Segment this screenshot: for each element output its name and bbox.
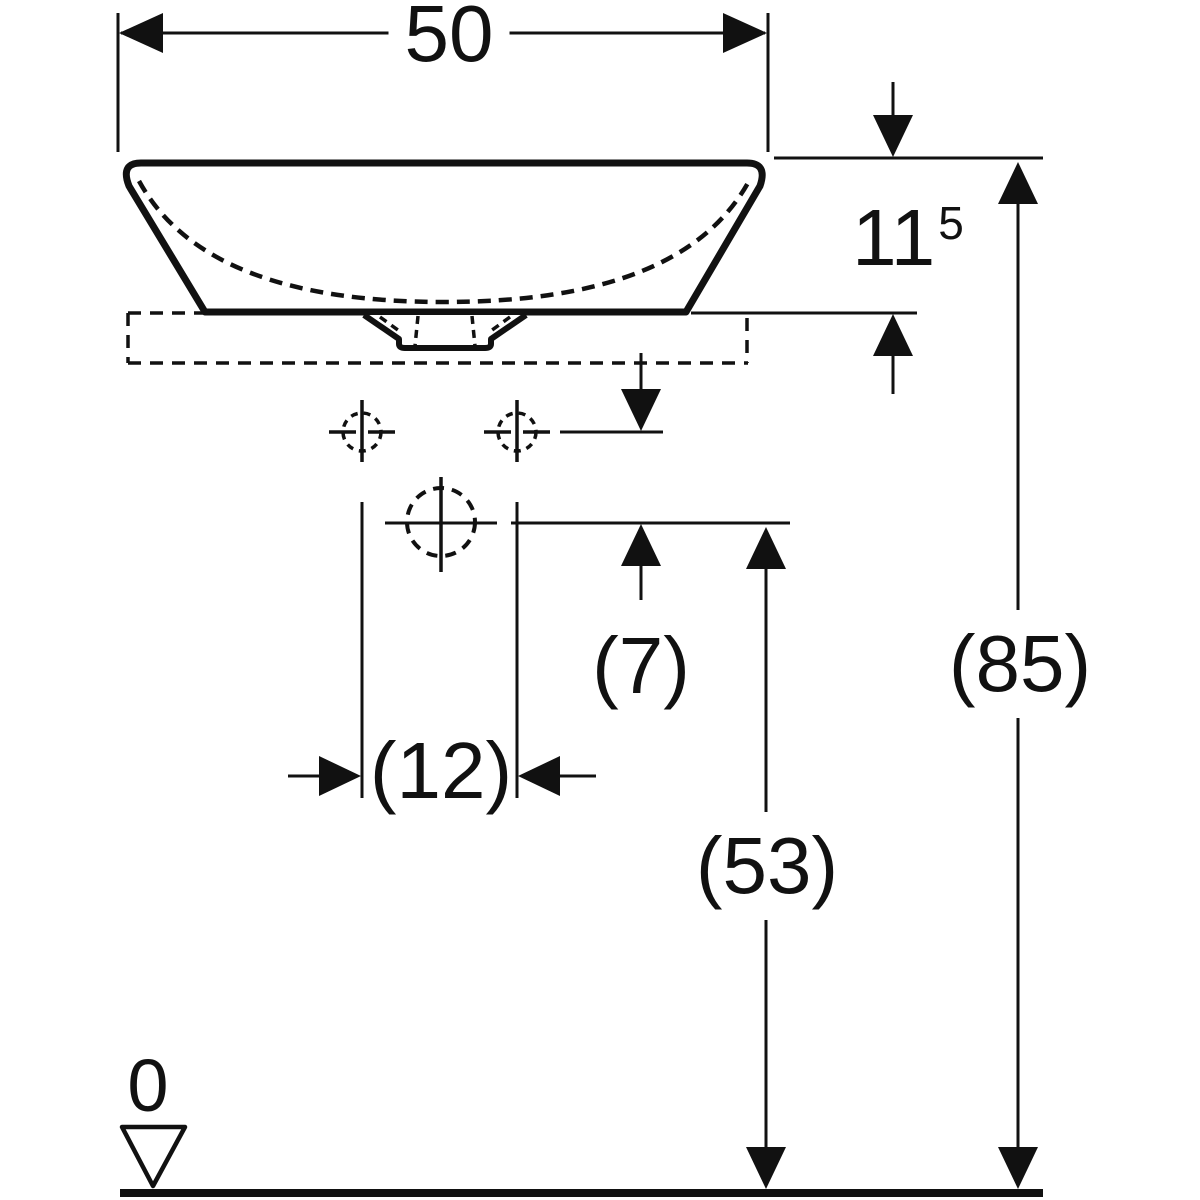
dimension-lines (116, 13, 1043, 1147)
height-arrow-up (873, 314, 913, 356)
tap-hole-right (484, 400, 550, 462)
spacing12-arrow-right (319, 756, 361, 796)
basin-height-main: 11 (852, 193, 936, 282)
dimension-arrowheads (119, 13, 1038, 1189)
width-arrow-right (723, 13, 767, 53)
offset7-arrow-up (621, 524, 661, 566)
countertop-dashed-outline (126, 311, 749, 365)
offset7-arrow-down (621, 389, 661, 431)
drain-height-arrow-down (746, 1147, 786, 1189)
drain-height-arrow-up (746, 527, 786, 569)
spacing12-arrow-left (518, 756, 560, 796)
basin-inner-bowl-hidden-line (137, 179, 751, 305)
washbasin-outline (122, 159, 766, 316)
overall-width-label: 50 (388, 0, 510, 74)
rim-height-label: (85) (942, 610, 1098, 718)
rim-height-arrow-down (998, 1147, 1038, 1189)
trap-outline (362, 312, 528, 351)
drain-outlet-height-label: (53) (689, 812, 845, 920)
floor-datum-label: 0 (127, 1044, 169, 1127)
trap-hidden-lines (378, 315, 512, 347)
width-arrow-left (119, 13, 163, 53)
datum-triangle-icon (119, 1124, 188, 1189)
tap-hole-spacing-label: (12) (369, 726, 513, 815)
basin-height-label: 115 (852, 198, 964, 278)
rim-height-arrow-up (998, 162, 1038, 204)
basin-height-superscript: 5 (938, 197, 964, 249)
basin-outer-profile (122, 159, 766, 316)
tap-to-drain-offset-label: (7) (592, 621, 690, 710)
height-arrow-down (873, 115, 913, 157)
tap-hole-left (329, 400, 395, 462)
drain-trap (362, 312, 528, 351)
